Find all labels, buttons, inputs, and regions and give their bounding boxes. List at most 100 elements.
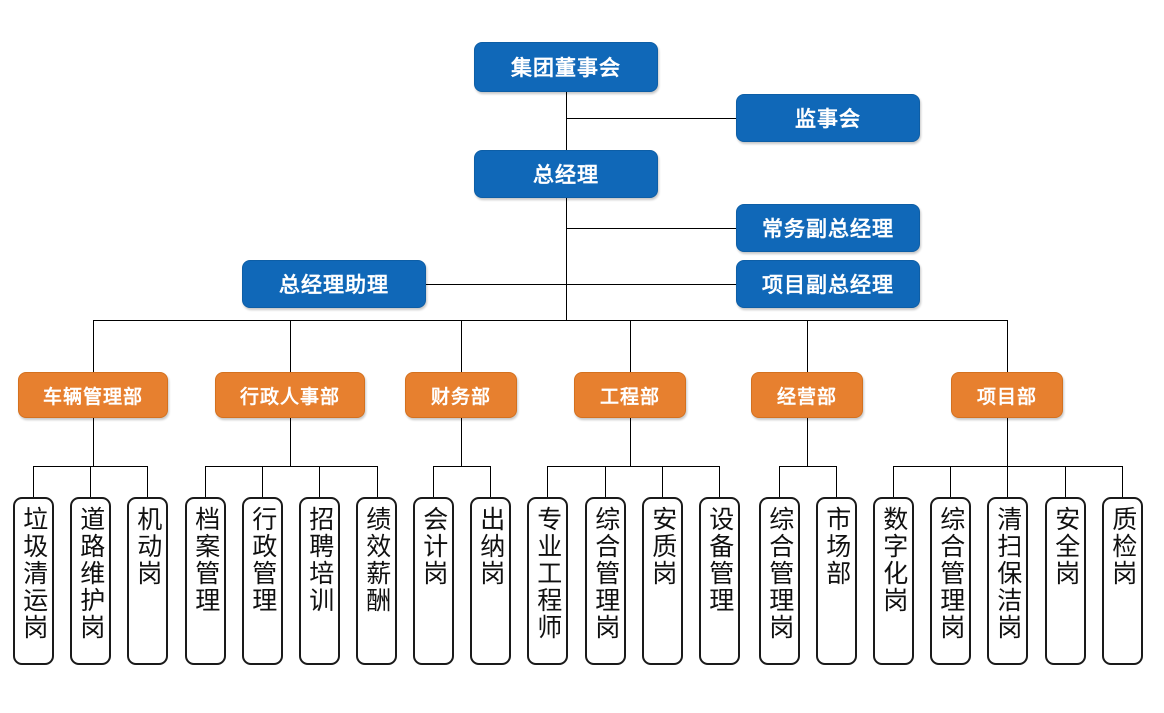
sub-bus-dept-2	[433, 466, 490, 467]
connector-leaf-stem-13	[779, 466, 780, 497]
leaf-box-quality-inspection[interactable]: 质检岗	[1102, 497, 1143, 665]
connector-bus-to-dept-5	[1007, 320, 1008, 372]
sub-bus-dept-3	[547, 466, 719, 467]
connector-spine-to-project-deputy	[566, 284, 736, 285]
dept-box-operations[interactable]: 经营部	[751, 372, 863, 418]
connector-gm-spine-to-supervisory	[566, 118, 736, 119]
leaf-label: 安质岗	[648, 506, 678, 587]
node-label: 监事会	[795, 108, 861, 131]
connector-leaf-stem-5	[319, 466, 320, 497]
leaf-label: 招聘培训	[305, 506, 335, 614]
node-board-of-directors[interactable]: 集团董事会	[474, 42, 658, 92]
connector-leaf-stem-14	[836, 466, 837, 497]
connector-dept-0-stem	[93, 418, 94, 466]
leaf-label: 数字化岗	[879, 506, 909, 614]
leaf-label: 清扫保洁岗	[993, 506, 1023, 641]
node-label: 集团董事会	[511, 57, 621, 80]
leaf-label: 设备管理	[705, 506, 735, 614]
dept-box-vehicle-management[interactable]: 车辆管理部	[18, 372, 168, 418]
leaf-box-records-management[interactable]: 档案管理	[185, 497, 226, 665]
dept-label: 车辆管理部	[42, 386, 143, 408]
dept-label: 财务部	[430, 386, 491, 408]
node-executive-deputy-gm[interactable]: 常务副总经理	[736, 204, 920, 252]
connector-bus-to-dept-4	[807, 320, 808, 372]
connector-leaf-stem-18	[1065, 466, 1066, 497]
connector-spine-to-gm-assistant	[426, 284, 566, 285]
connector-leaf-stem-8	[490, 466, 491, 497]
connector-dept-1-stem	[290, 418, 291, 466]
leaf-label: 道路维护岗	[76, 506, 106, 641]
connector-leaf-stem-19	[1122, 466, 1123, 497]
leaf-box-engineering-general-admin[interactable]: 综合管理岗	[585, 497, 626, 665]
leaf-box-road-maintenance[interactable]: 道路维护岗	[70, 497, 111, 665]
connector-leaf-stem-10	[605, 466, 606, 497]
connector-bus-to-dept-1	[290, 320, 291, 372]
connector-leaf-stem-1	[90, 466, 91, 497]
leaf-label: 机动岗	[133, 506, 163, 587]
connector-dept-5-stem	[1007, 418, 1008, 466]
dept-label: 工程部	[599, 386, 660, 408]
leaf-box-recruitment-training[interactable]: 招聘培训	[299, 497, 340, 665]
leaf-box-accounting[interactable]: 会计岗	[413, 497, 454, 665]
connector-leaf-stem-7	[433, 466, 434, 497]
connector-dept-4-stem	[807, 418, 808, 466]
node-label: 项目副总经理	[762, 274, 894, 297]
node-general-manager[interactable]: 总经理	[474, 150, 658, 198]
connector-leaf-stem-17	[1007, 466, 1008, 497]
leaf-label: 综合管理岗	[765, 506, 795, 641]
leaf-box-professional-engineer[interactable]: 专业工程师	[527, 497, 568, 665]
connector-leaf-stem-9	[547, 466, 548, 497]
leaf-label: 安全岗	[1051, 506, 1081, 587]
sub-bus-dept-1	[205, 466, 377, 467]
node-gm-assistant[interactable]: 总经理助理	[242, 260, 426, 308]
connector-leaf-stem-4	[262, 466, 263, 497]
leaf-box-digitalization[interactable]: 数字化岗	[873, 497, 914, 665]
leaf-box-safety[interactable]: 安全岗	[1045, 497, 1086, 665]
dept-box-finance[interactable]: 财务部	[405, 372, 517, 418]
leaf-box-equipment-management[interactable]: 设备管理	[699, 497, 740, 665]
leaf-label: 专业工程师	[533, 506, 563, 641]
leaf-box-operations-general-admin[interactable]: 综合管理岗	[759, 497, 800, 665]
connector-leaf-stem-6	[377, 466, 378, 497]
leaf-box-mobile-duty[interactable]: 机动岗	[127, 497, 168, 665]
leaf-box-project-general-admin[interactable]: 综合管理岗	[930, 497, 971, 665]
leaf-label: 出纳岗	[476, 506, 506, 587]
leaf-box-marketing[interactable]: 市场部	[816, 497, 857, 665]
leaf-box-administration[interactable]: 行政管理	[242, 497, 283, 665]
node-project-deputy-gm[interactable]: 项目副总经理	[736, 260, 920, 308]
leaf-label: 会计岗	[419, 506, 449, 587]
connector-leaf-stem-12	[719, 466, 720, 497]
connector-leaf-stem-3	[205, 466, 206, 497]
connector-spine-to-executive-deputy	[566, 228, 736, 229]
dept-label: 经营部	[776, 386, 837, 408]
dept-box-project[interactable]: 项目部	[951, 372, 1063, 418]
connector-dept-3-stem	[630, 418, 631, 466]
dept-label: 项目部	[976, 386, 1037, 408]
sub-bus-dept-4	[779, 466, 836, 467]
connector-leaf-stem-2	[147, 466, 148, 497]
leaf-box-waste-transport[interactable]: 垃圾清运岗	[13, 497, 54, 665]
connector-bus-to-dept-3	[630, 320, 631, 372]
node-supervisory-board[interactable]: 监事会	[736, 94, 920, 142]
leaf-label: 档案管理	[191, 506, 221, 614]
leaf-box-cleaning-sanitation[interactable]: 清扫保洁岗	[987, 497, 1028, 665]
leaf-label: 质检岗	[1108, 506, 1138, 587]
leaf-label: 综合管理岗	[591, 506, 621, 641]
leaf-box-safety-quality[interactable]: 安质岗	[642, 497, 683, 665]
dept-box-engineering[interactable]: 工程部	[574, 372, 686, 418]
connector-leaf-stem-0	[33, 466, 34, 497]
dept-label: 行政人事部	[239, 386, 340, 408]
connector-leaf-stem-16	[950, 466, 951, 497]
dept-box-admin-hr[interactable]: 行政人事部	[215, 372, 365, 418]
connector-leaf-stem-11	[662, 466, 663, 497]
connector-gm-spine	[566, 198, 567, 320]
connector-dept-2-stem	[461, 418, 462, 466]
node-label: 总经理	[533, 164, 599, 187]
leaf-label: 垃圾清运岗	[19, 506, 49, 641]
connector-board-to-gm	[566, 92, 567, 150]
leaf-label: 绩效薪酬	[362, 506, 392, 614]
leaf-box-performance-payroll[interactable]: 绩效薪酬	[356, 497, 397, 665]
leaf-label: 综合管理岗	[936, 506, 966, 641]
leaf-box-cashier[interactable]: 出纳岗	[470, 497, 511, 665]
